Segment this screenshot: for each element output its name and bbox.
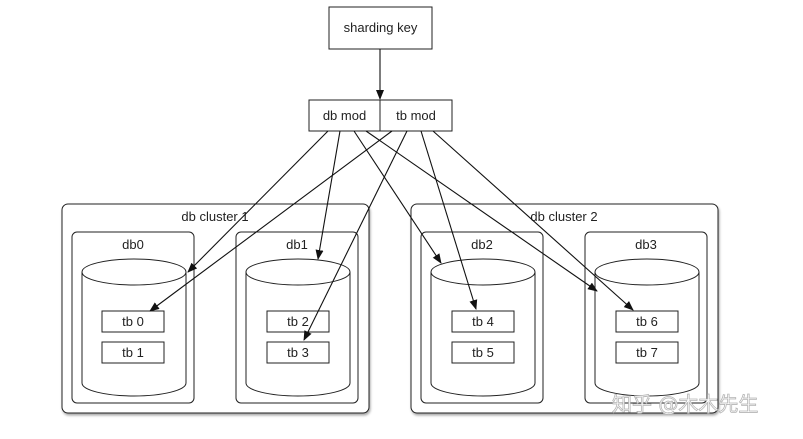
db3-cylinder-icon	[594, 258, 700, 397]
edge-dbmod-to-db0	[187, 130, 329, 273]
db1-node: db1 tb 2 tb 3	[235, 231, 359, 404]
cluster-2-label: db cluster 2	[530, 209, 597, 224]
table-tb3	[266, 341, 330, 364]
table-tb6	[615, 310, 679, 333]
db3-node: db3 tb 6 tb 7	[584, 231, 708, 404]
router-node: db mod tb mod	[308, 99, 453, 132]
db0-label: db0	[122, 237, 144, 252]
db1-label: db1	[286, 237, 308, 252]
edge-tbmod-to-tb0	[149, 130, 393, 312]
db3-label: db3	[635, 237, 657, 252]
table-tb0-label: tb 0	[122, 314, 144, 329]
table-tb2-label: tb 2	[287, 314, 309, 329]
routing-edges	[149, 130, 634, 341]
db-mod-label: db mod	[323, 108, 366, 123]
table-tb5-label: tb 5	[472, 345, 494, 360]
table-tb7	[615, 341, 679, 364]
table-tb1-label: tb 1	[122, 345, 144, 360]
table-tb6-label: tb 6	[636, 314, 658, 329]
watermark: 知乎 @木木先生	[612, 392, 758, 416]
db1-cylinder-icon	[245, 258, 351, 397]
table-tb4	[451, 310, 515, 333]
table-tb3-label: tb 3	[287, 345, 309, 360]
edge-dbmod-to-db1	[315, 130, 341, 260]
edge-tbmod-to-tb4	[420, 130, 478, 310]
cluster-1: db cluster 1 db0 tb 0 tb 1 db1 tb 2 tb 3	[61, 203, 370, 414]
table-tb7-label: tb 7	[636, 345, 658, 360]
table-tb4-label: tb 4	[472, 314, 494, 329]
edge-dbmod-to-db2	[353, 130, 442, 264]
db2-label: db2	[471, 237, 493, 252]
cluster-1-label: db cluster 1	[181, 209, 248, 224]
sharding-key-label: sharding key	[344, 20, 418, 35]
table-tb1	[101, 341, 165, 364]
sharding-key-node: sharding key	[328, 6, 433, 50]
edge-tbmod-to-tb3	[303, 130, 408, 341]
table-tb2	[266, 310, 330, 333]
table-tb0	[101, 310, 165, 333]
edge-tbmod-to-tb6	[432, 130, 634, 311]
db2-cylinder-icon	[430, 258, 536, 397]
edge-dbmod-to-db3	[365, 130, 598, 292]
db0-node: db0 tb 0 tb 1	[71, 231, 195, 404]
db2-node: db2 tb 4 tb 5	[420, 231, 544, 404]
tb-mod-label: tb mod	[396, 108, 436, 123]
table-tb5	[451, 341, 515, 364]
cluster-2: db cluster 2 db2 tb 4 tb 5 db3 tb 6 tb 7	[410, 203, 719, 414]
